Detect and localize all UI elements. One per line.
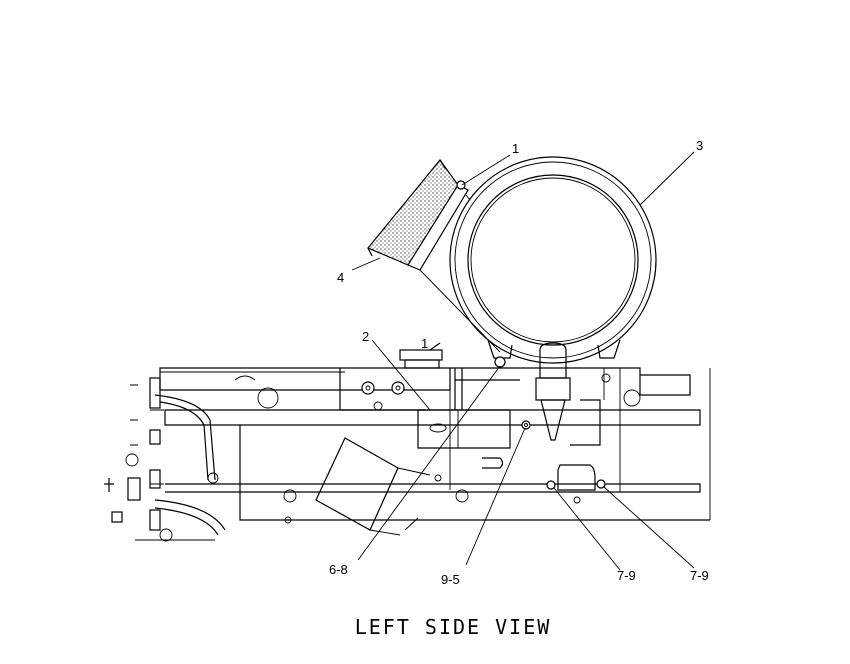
inlet-duct <box>367 159 501 353</box>
view-title: LEFT SIDE VIEW <box>355 615 552 639</box>
engine-frame <box>150 342 711 521</box>
air-cleaner-canister <box>449 156 657 441</box>
pulley-label: 1 <box>421 336 428 351</box>
callout-4: 4 <box>337 270 344 285</box>
callout-3: 3 <box>696 138 703 153</box>
leader-lines <box>351 151 695 571</box>
callout-1: 1 <box>512 141 519 156</box>
lower-component <box>283 437 469 536</box>
callout-2: 2 <box>362 329 369 344</box>
callout-9-5: 9-5 <box>441 572 460 587</box>
left-side-fittings <box>104 377 226 542</box>
mounting-bracket <box>417 356 531 469</box>
callout-6-8: 6-8 <box>329 562 348 577</box>
callout-7-9-left: 7-9 <box>617 568 636 583</box>
callout-7-9-right: 7-9 <box>690 568 709 583</box>
